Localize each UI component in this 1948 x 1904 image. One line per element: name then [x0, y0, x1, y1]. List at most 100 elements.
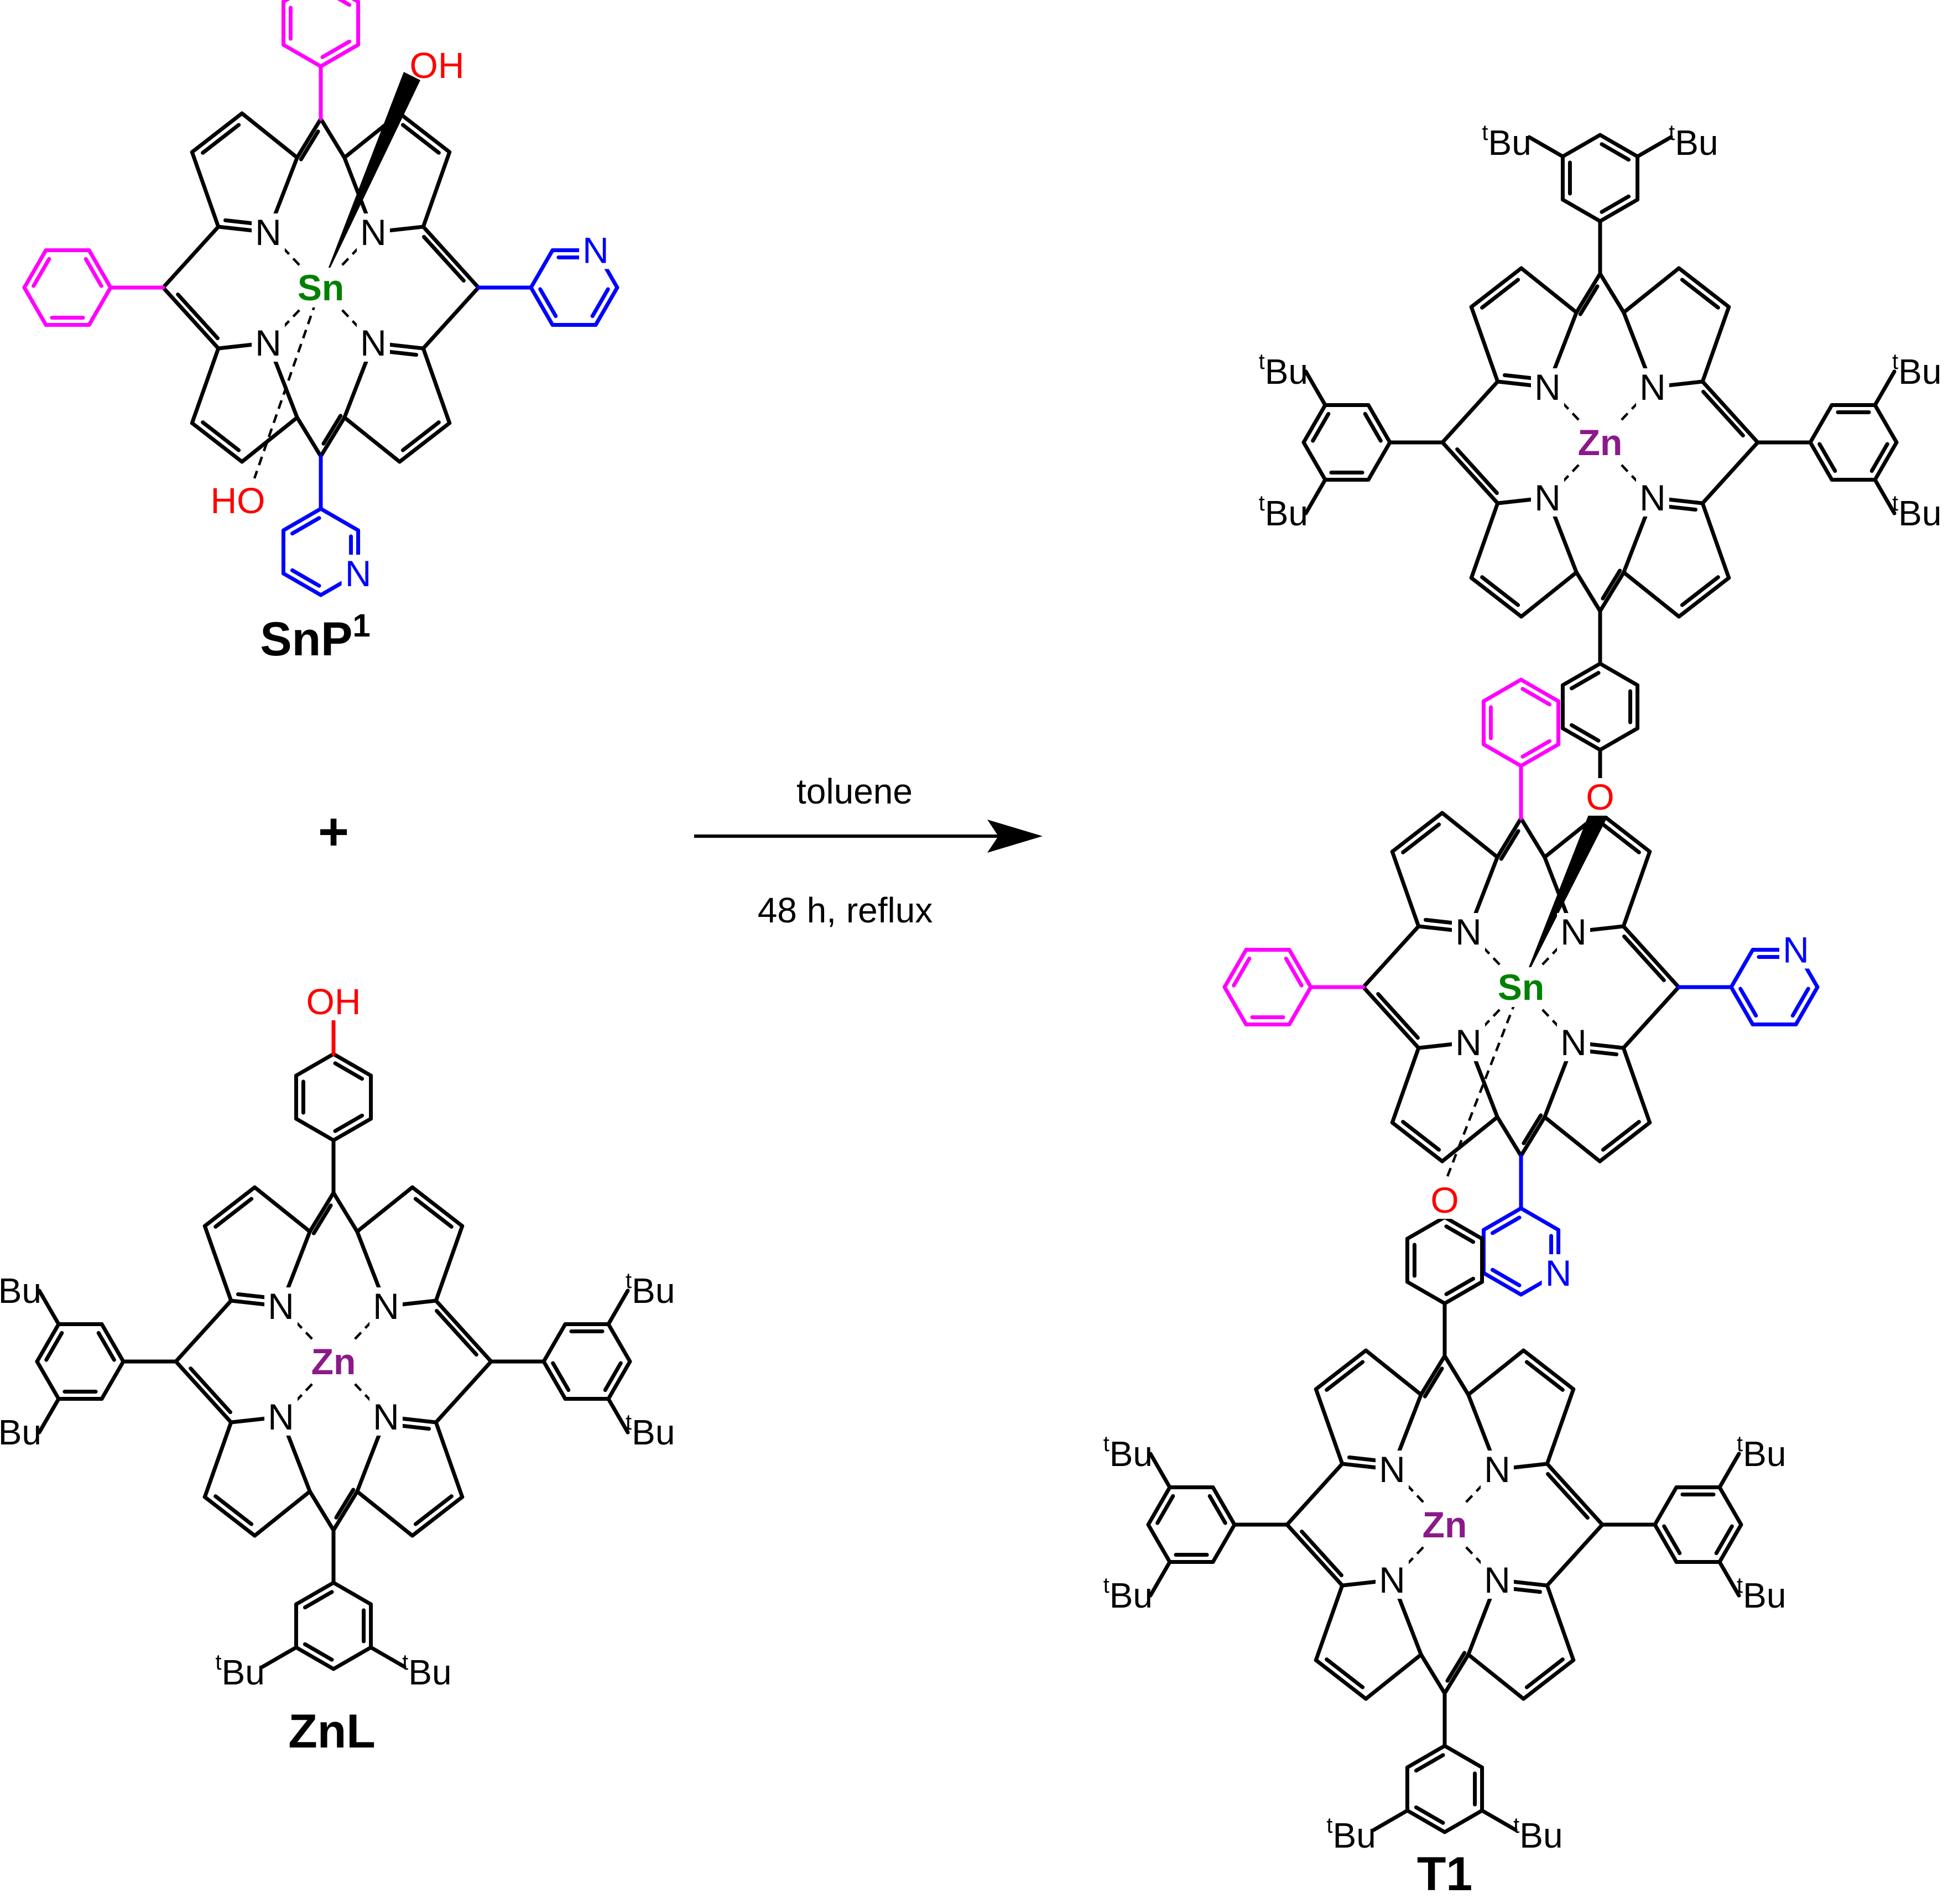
znl-phenol-double-bond [333, 1061, 364, 1081]
znl-aryl-right-bond [541, 1322, 567, 1364]
znl-aryl-left-tbu-bond [37, 1397, 61, 1434]
snp1-pyrrole-bond [398, 111, 452, 154]
t1-bottom-aryl-left-bond [1146, 1522, 1172, 1564]
label-mask [1481, 1561, 1514, 1599]
label-mask [1636, 479, 1669, 517]
tbu-base: Bu [222, 1652, 265, 1692]
snp1-pyrrole-double-bond [201, 420, 241, 452]
znl-aryl-right-tbu-bond [606, 1397, 630, 1434]
t1-zn-bottom-nitrogen: N [1379, 1559, 1405, 1600]
tbu-superscript: t [215, 1650, 221, 1675]
tert-butyl-label: tBu [1669, 121, 1718, 163]
t1-bottom-aryl-left-bond [1211, 1485, 1237, 1527]
t1-sn-meso-bond [1621, 924, 1681, 989]
znl-n-metal-bond [349, 1378, 373, 1402]
t1-sn-meso-double-bond [1522, 1113, 1543, 1145]
t1-zn-bottom-n-metal-bond [1460, 1484, 1484, 1508]
t1-zn-top-n-metal-bond [1561, 401, 1585, 426]
t1-top-aryl-top-double-bond [1600, 142, 1631, 162]
znl-pyrrole-bond [410, 1185, 465, 1228]
t1-sn-pyrrole-bond [1621, 849, 1652, 928]
t1-zn-top-meso-bond [1598, 272, 1626, 315]
t1-top-aryl-right-tbu-bond [1873, 369, 1897, 407]
label-mask [357, 213, 390, 251]
snp1-pyridyl-bottom-bond [281, 507, 323, 533]
tbu-base: Bu [1488, 123, 1532, 163]
snp1-phenyl-left-bond [22, 285, 48, 327]
label-mask [1557, 913, 1590, 951]
t1-zn-top-nitrogen: N [1534, 367, 1561, 408]
tert-butyl-label: tBu [1513, 1813, 1562, 1855]
t1-zn-top-n-metal-bond [1616, 401, 1639, 426]
znl-nitrogen: N [373, 1396, 399, 1437]
label-mask [1576, 422, 1624, 462]
t1-zn-bottom-n-metal-bond [1460, 1541, 1484, 1566]
compound-superscript-snp1: 1 [353, 608, 371, 644]
znl-aryl-right-double-bond [551, 1361, 571, 1392]
snp1-phenyl-left-bond [22, 248, 48, 290]
t1-sn-meso-bond [1495, 1115, 1523, 1158]
znl-pyrrole-double-bond [213, 1197, 254, 1229]
snp1-pyrrole-double-bond [400, 420, 441, 452]
snp1-pyrrole-bond [398, 421, 452, 464]
tbu-base: Bu [1110, 1434, 1153, 1474]
t1-bottom-aryl-left-tbu-bond [1148, 1452, 1172, 1489]
t1-bottom-aryl-left-double-bond [1207, 1494, 1227, 1525]
t1-bottom-phenoxy-double-bond [1444, 1224, 1476, 1244]
t1-pyridyl-right-double-bond [1738, 987, 1758, 1018]
znl-pyrrole-bond [410, 1495, 465, 1538]
tbu-superscript: t [1669, 121, 1675, 145]
t1-zn-bottom-pyrrole-bond [1522, 1658, 1576, 1701]
t1-zn-top-meso-bond [1574, 272, 1602, 315]
znl-n-metal-bond [349, 1321, 373, 1345]
t1-zn-top-pyrrole-bond [1700, 501, 1731, 580]
snp1-nitrogen: N [255, 212, 282, 253]
t1-sn-meso-bond [1361, 924, 1421, 989]
label-mask [1497, 967, 1545, 1007]
t1-sn-pyrrole-bond [1390, 1120, 1444, 1164]
t1-bottom-aryl-right-bond [1653, 1522, 1679, 1564]
t1-zn-top-n-metal-bond [1616, 459, 1639, 483]
t1-zn-top-meso-bond [1598, 570, 1626, 613]
snp1-nitrogen: N [360, 322, 387, 363]
snp1-meso-bond [421, 225, 481, 290]
tert-butyl-label: tBu [1259, 491, 1308, 533]
t1-zn-bottom-pyrrole-bond [1314, 1658, 1368, 1701]
tert-butyl-label: tBu [1892, 491, 1941, 533]
t1-bottom-aryl-right-double-bond [1662, 1524, 1682, 1556]
t1-top-aryl-top-bond [1560, 133, 1602, 159]
znl-meso-double-bond [435, 1308, 478, 1357]
tert-butyl-label: tBu [1482, 121, 1531, 163]
t1-zn-bottom-pyrrole-bond [1466, 1652, 1525, 1701]
hash-bond [253, 287, 322, 479]
znl-aryl-bottom-bond [294, 1645, 336, 1671]
snp1-pyrrole-bond [240, 111, 299, 160]
tert-butyl-label: tBu [1103, 1573, 1153, 1615]
znl-meso-bond [174, 1359, 233, 1425]
label-mask [1452, 913, 1485, 951]
znl-aryl-bottom-tbu-bond [369, 1645, 407, 1669]
t1-top-phenoxy-double-bond [1569, 671, 1601, 691]
t1-bottom-aryl-left-tbu-bond [1148, 1560, 1172, 1598]
znl-meso-bond [174, 1298, 233, 1364]
snp1-pyridyl-bottom-double-bond [290, 568, 321, 588]
znl-aryl-left-bond [35, 1359, 61, 1401]
t1-zn-bottom-meso-double-bond [1445, 1651, 1467, 1683]
znl-aryl-left-bond [35, 1322, 61, 1364]
snp1-metal: Sn [298, 267, 344, 308]
label-mask [1636, 368, 1669, 406]
condition-time-temperature: 48 h, reflux [758, 890, 933, 930]
t1-zn-bottom-pyrrole-bond [1314, 1348, 1368, 1391]
t1-pyridyl-right-double-bond [1790, 987, 1810, 1018]
label-mask [579, 231, 612, 269]
znl-meso-bond [331, 1489, 360, 1532]
t1-sn-pyrrole-bond [1598, 1120, 1652, 1164]
snp1-phenyl-left-bond [87, 248, 113, 290]
t1-top-aryl-top-bond [1598, 197, 1640, 223]
t1-top-aryl-left-tbu-bond [1304, 369, 1327, 407]
t1-zn-bottom-nitrogen: N [1379, 1449, 1405, 1490]
label-mask [1376, 1451, 1409, 1488]
t1-top-aryl-right-double-bond [1869, 442, 1889, 473]
tbu-superscript: t [1482, 121, 1488, 145]
label-mask [420, 46, 454, 84]
